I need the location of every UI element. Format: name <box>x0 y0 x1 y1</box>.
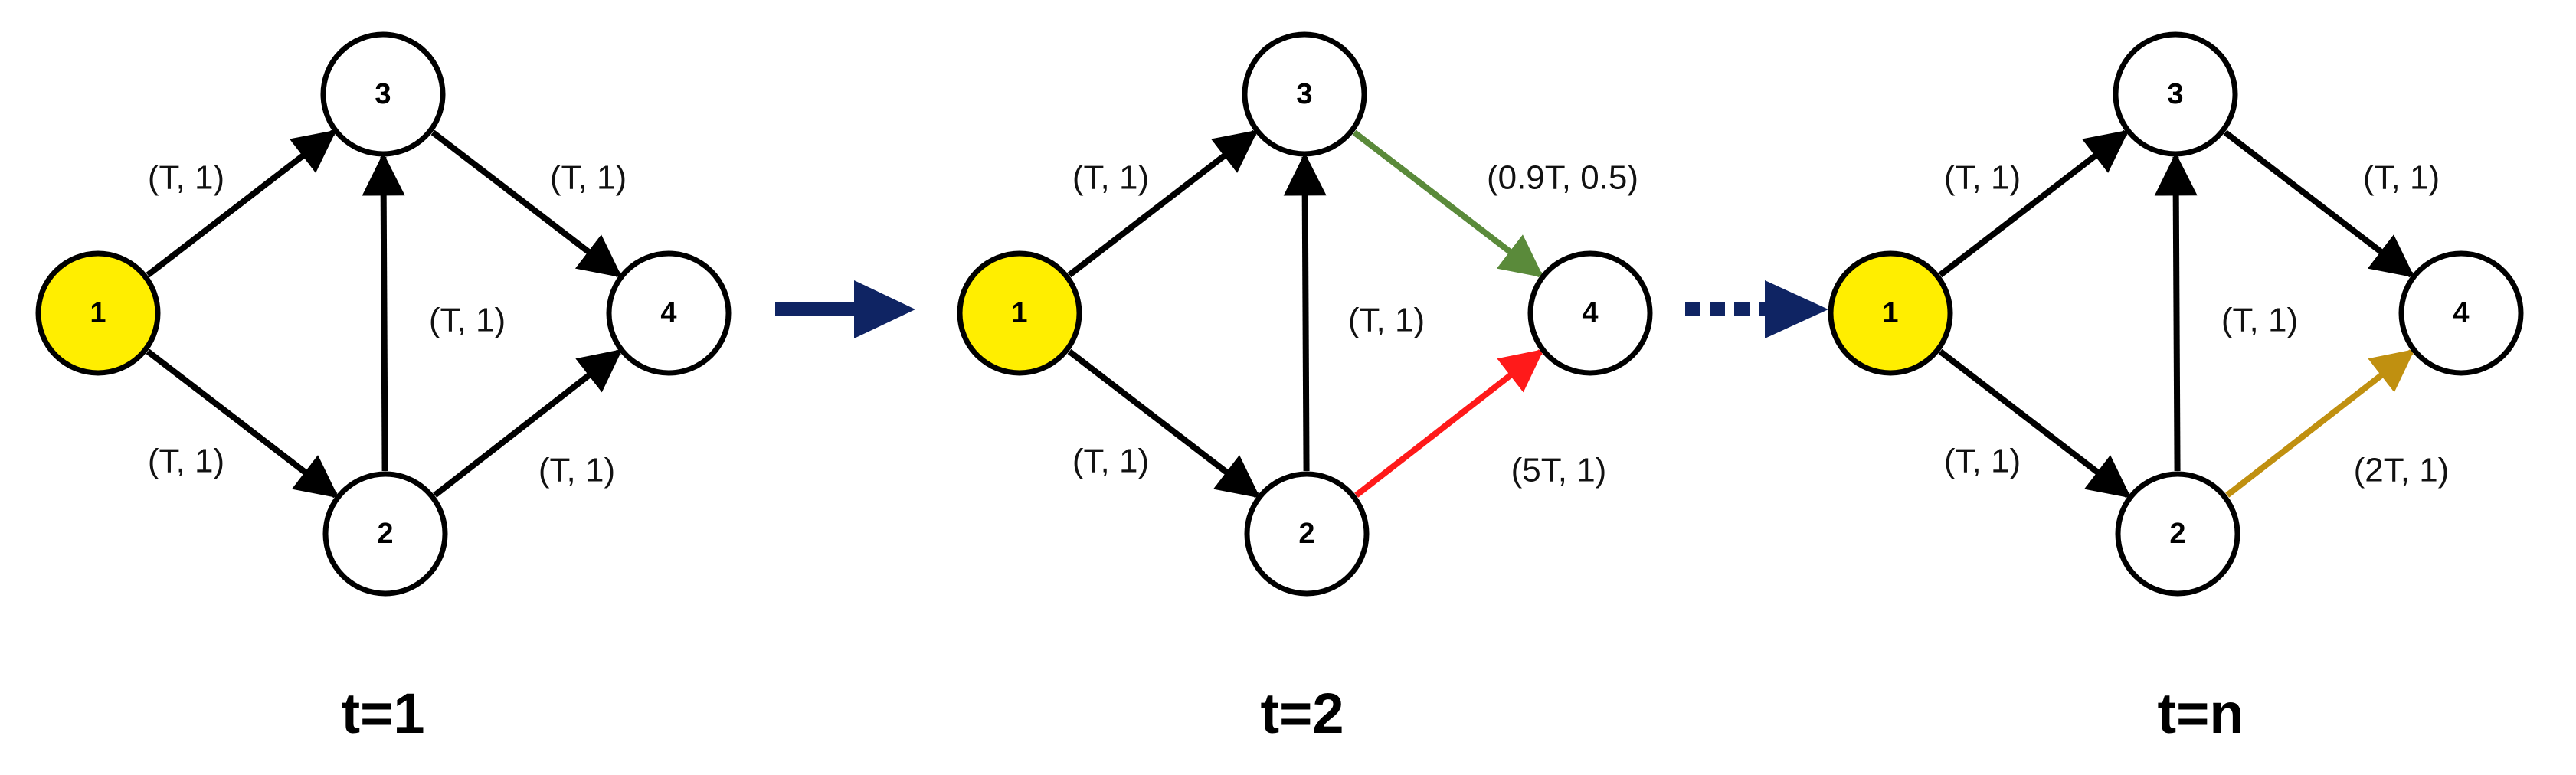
node-circle <box>1828 250 1953 376</box>
node-label: 2 <box>2169 518 2185 550</box>
node-circle <box>2115 471 2240 597</box>
node-label: 4 <box>660 297 676 329</box>
node-label: 1 <box>1882 297 1898 329</box>
transition-arrow <box>775 280 915 338</box>
edge-1-2 <box>1067 348 1261 499</box>
node-4: 4 <box>606 250 732 376</box>
edge-2-4 <box>1354 348 1544 498</box>
edge-2-4 <box>433 348 623 498</box>
node-label: 2 <box>377 518 393 550</box>
node-circle <box>1244 471 1370 597</box>
node-circle <box>35 250 161 376</box>
node-4: 4 <box>1527 250 1653 376</box>
edge-labels: (T, 1) (T, 1) (T, 1) (0.9T, 0.5) (5T, 1) <box>1072 159 1638 489</box>
edge-label-3-4: (T, 1) <box>550 159 627 197</box>
edge-3-4 <box>430 129 623 278</box>
node-circle <box>1242 31 1367 157</box>
time-label-tn: t=n <box>2157 682 2244 745</box>
time-label-t2: t=2 <box>1260 682 1344 745</box>
node-2: 2 <box>2115 471 2240 597</box>
node-circle <box>2398 250 2524 376</box>
edge-label-3-4: (0.9T, 0.5) <box>1487 159 1638 197</box>
arrow-head <box>1765 280 1828 338</box>
edges <box>1067 129 1544 499</box>
nodes: 1 2 3 4 <box>1828 31 2524 597</box>
node-circle <box>320 31 446 157</box>
time-label-t1: t=1 <box>341 682 424 745</box>
node-circle <box>2113 31 2238 157</box>
edge-label-2-4: (2T, 1) <box>2354 452 2450 489</box>
node-label: 4 <box>1582 297 1598 329</box>
node-3: 3 <box>1242 31 1367 157</box>
edge-label-1-2: (T, 1) <box>148 443 224 480</box>
edge-label-1-3: (T, 1) <box>148 159 224 197</box>
node-4: 4 <box>2398 250 2524 376</box>
edge-label-3-4: (T, 1) <box>2363 159 2440 197</box>
panel-t2: (T, 1) (T, 1) (T, 1) (0.9T, 0.5) (5T, 1) 1 2 3… <box>957 31 1653 745</box>
node-label: 3 <box>2167 78 2183 110</box>
node-1: 1 <box>957 250 1082 376</box>
node-2: 2 <box>322 471 448 597</box>
edge-labels: (T, 1) (T, 1) (T, 1) (T, 1) (T, 1) <box>148 159 627 489</box>
edge-label-1-3: (T, 1) <box>1944 159 2021 197</box>
edge-1-3 <box>1067 129 1259 278</box>
arrow-head <box>854 280 915 338</box>
node-3: 3 <box>320 31 446 157</box>
edge-1-3 <box>146 129 337 278</box>
edge-label-2-4: (5T, 1) <box>1511 452 1607 489</box>
edge-label-2-4: (T, 1) <box>538 452 615 489</box>
node-circle <box>957 250 1082 376</box>
node-1: 1 <box>1828 250 1953 376</box>
dotted-transition-arrow <box>1685 280 1828 338</box>
edge-2-3 <box>1283 152 1327 472</box>
edge-3-4 <box>2223 129 2415 278</box>
node-label: 1 <box>1011 297 1027 329</box>
panel-tn: (T, 1) (T, 1) (T, 1) (T, 1) (2T, 1) 1 2 3 4 t=n <box>1828 31 2524 745</box>
edge-label-1-3: (T, 1) <box>1072 159 1149 197</box>
panel-t1: (T, 1) (T, 1) (T, 1) (T, 1) (T, 1) 1 2 3 4 t=1 <box>35 31 732 745</box>
node-label: 3 <box>1296 78 1312 110</box>
edge-label-2-3: (T, 1) <box>429 302 506 339</box>
node-label: 2 <box>1298 518 1314 550</box>
node-3: 3 <box>2113 31 2238 157</box>
node-label: 3 <box>375 78 391 110</box>
edge-label-2-3: (T, 1) <box>1348 302 1425 339</box>
edge-2-4 <box>2225 348 2415 498</box>
transition-arrows <box>775 280 1828 338</box>
edge-1-2 <box>146 348 339 499</box>
nodes: 1 2 3 4 <box>35 31 732 597</box>
edge-label-1-2: (T, 1) <box>1944 443 2021 480</box>
edge-2-3 <box>362 152 405 472</box>
node-label: 4 <box>2453 297 2469 329</box>
node-label: 1 <box>90 297 106 329</box>
edges <box>146 129 623 499</box>
edge-labels: (T, 1) (T, 1) (T, 1) (T, 1) (2T, 1) <box>1944 159 2449 489</box>
edge-label-1-2: (T, 1) <box>1072 443 1149 480</box>
node-2: 2 <box>1244 471 1370 597</box>
node-1: 1 <box>35 250 161 376</box>
node-circle <box>322 471 448 597</box>
edge-3-4 <box>1352 129 1544 278</box>
edge-1-2 <box>1938 348 2132 499</box>
edge-2-3 <box>2154 152 2198 472</box>
edge-1-3 <box>1938 129 2129 278</box>
edges <box>1938 129 2415 499</box>
node-circle <box>1527 250 1653 376</box>
edge-label-2-3: (T, 1) <box>2221 302 2298 339</box>
nodes: 1 2 3 4 <box>957 31 1653 597</box>
node-circle <box>606 250 732 376</box>
